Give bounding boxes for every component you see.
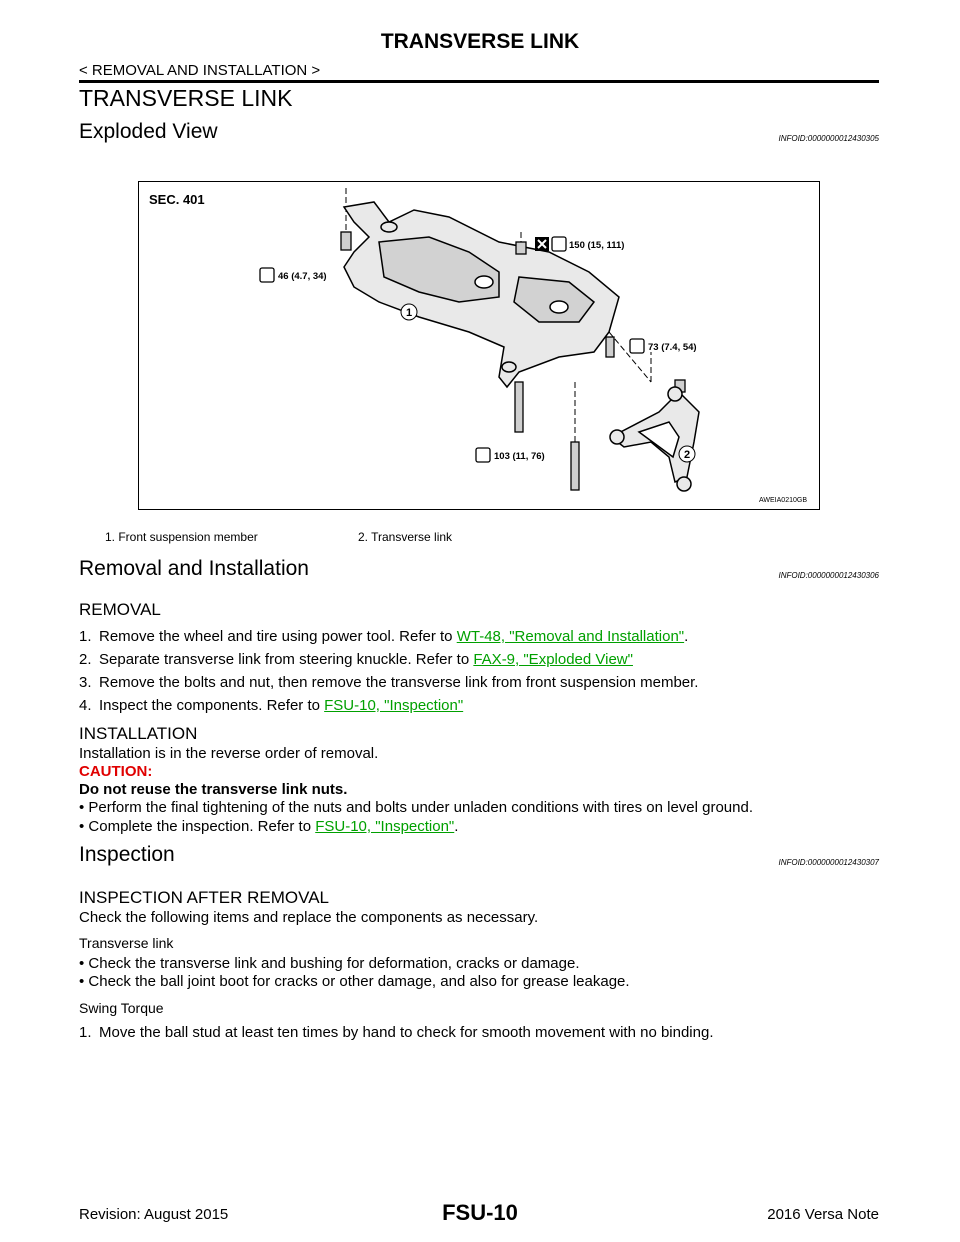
- torque-label-150: 150 (15, 111): [569, 240, 624, 251]
- page-header-title: TRANSVERSE LINK: [380, 30, 580, 53]
- sec-label: SEC. 401: [149, 192, 205, 207]
- removal-infoid: INFOID:0000000012430306: [778, 571, 879, 580]
- inspection-infoid: INFOID:0000000012430307: [778, 858, 879, 867]
- exploded-diagram: SEC. 401: [149, 188, 807, 504]
- torque-wrench-icons: [259, 236, 645, 463]
- installation-line: Installation is in the reverse order of …: [79, 745, 379, 762]
- transverse-link-bullet-1: • Check the transverse link and bushing …: [79, 955, 580, 972]
- torque-label-103: 103 (11, 76): [494, 451, 545, 462]
- link-fsu-10-inspection[interactable]: FSU-10, "Inspection": [324, 697, 464, 714]
- inspection-subheading: INSPECTION AFTER REMOVAL: [79, 888, 330, 907]
- footer-model: 2016 Versa Note: [767, 1206, 879, 1223]
- caption-front-suspension-member: 1. Front suspension member: [105, 530, 258, 544]
- removal-subheading: REMOVAL: [79, 600, 161, 619]
- installation-subheading: INSTALLATION: [79, 724, 198, 743]
- footer-revision: Revision: August 2015: [79, 1206, 229, 1223]
- front-suspension-member: [342, 201, 620, 389]
- header-divider: [79, 80, 879, 83]
- figure-code: AWEIA0210GB: [759, 497, 807, 504]
- inspection-heading: Inspection: [79, 843, 175, 866]
- link-fax-9[interactable]: FAX-9, "Exploded View": [473, 651, 633, 668]
- caution-text: Do not reuse the transverse link nuts.: [79, 781, 348, 798]
- removal-step-3: 3.Remove the bolts and nut, then remove …: [79, 674, 699, 691]
- swing-torque-title: Swing Torque: [79, 1000, 164, 1016]
- transverse-link-bullet-2: • Check the ball joint boot for cracks o…: [79, 973, 630, 990]
- section-title: TRANSVERSE LINK: [79, 85, 293, 111]
- inspection-line: Check the following items and replace th…: [79, 909, 539, 926]
- exploded-view-heading: Exploded View: [79, 120, 218, 143]
- footer-page-number: FSU-10: [442, 1200, 518, 1225]
- caution-label: CAUTION:: [79, 763, 153, 780]
- torque-label-46: 46 (4.7, 34): [278, 271, 327, 282]
- removal-installation-heading: Removal and Installation: [79, 557, 309, 580]
- callout-2: 2: [684, 449, 690, 461]
- swing-torque-step-1: 1.Move the ball stud at least ten times …: [79, 1024, 714, 1041]
- removal-step-4: 4.Inspect the components. Refer to FSU-1…: [79, 697, 464, 714]
- breadcrumb: < REMOVAL AND INSTALLATION >: [79, 62, 321, 79]
- exploded-view-figure: SEC. 401: [138, 181, 820, 510]
- transverse-link-title: Transverse link: [79, 935, 174, 951]
- do-not-reuse-icon: [535, 237, 549, 251]
- removal-step-2: 2.Separate transverse link from steering…: [79, 651, 633, 668]
- callout-1: 1: [406, 307, 412, 319]
- torque-label-73: 73 (7.4, 54): [648, 342, 697, 353]
- link-fsu-10-inspection-2[interactable]: FSU-10, "Inspection": [315, 818, 455, 835]
- link-wt-48[interactable]: WT-48, "Removal and Installation": [456, 628, 685, 645]
- installation-bullet-1: • Perform the final tightening of the nu…: [79, 799, 754, 816]
- transverse-link: [609, 386, 700, 492]
- removal-step-1: 1.Remove the wheel and tire using power …: [79, 628, 689, 645]
- exploded-infoid: INFOID:0000000012430305: [778, 134, 879, 143]
- installation-bullet-2: • Complete the inspection. Refer to FSU-…: [79, 818, 459, 835]
- caption-transverse-link: 2. Transverse link: [358, 530, 453, 544]
